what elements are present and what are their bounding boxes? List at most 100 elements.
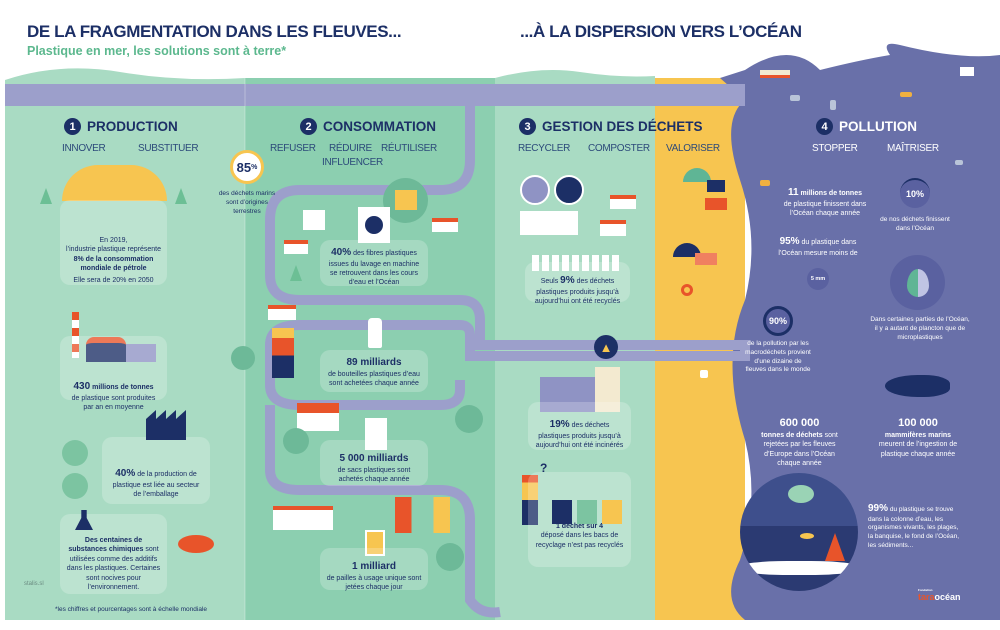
stat-bold: 95% — [779, 236, 800, 247]
tree-icon — [175, 188, 187, 204]
oil-stat-card: En 2019, l’industrie plastique représent… — [60, 200, 167, 285]
towel-icon — [705, 198, 727, 210]
stat-text: de la production de plastique est liée a… — [112, 471, 200, 498]
stat-bold: 89 milliards — [346, 357, 402, 368]
ring-10-text: de nos déchets finissent dans l’Océan — [880, 216, 950, 232]
stat-text: des déchets plastiques produits jusqu’à … — [534, 278, 621, 305]
stat-bold: mammifères marins — [884, 431, 952, 439]
section-title-text: GESTION DES DÉCHETS — [542, 119, 703, 134]
footnote: *les chiffres et pourcentages sont à éch… — [55, 606, 208, 613]
supermarket-icon — [297, 403, 339, 431]
section-pollution-title: 4 POLLUTION — [816, 118, 917, 135]
verb-composter: COMPOSTER — [588, 143, 650, 154]
dolphin-icon — [885, 375, 950, 397]
lamp-icon — [231, 346, 255, 370]
ring-90-percent: 90% — [763, 306, 793, 336]
waffle-icon — [283, 428, 309, 454]
subtitle: Plastique en mer, les solutions sont à t… — [27, 44, 287, 58]
ring-value: 90% — [768, 316, 787, 326]
stat-text: déposé dans les bacs de recyclage n’est … — [535, 532, 624, 549]
section-number: 4 — [816, 118, 833, 135]
lifebuoy-icon — [681, 284, 693, 296]
ring-unit: % — [251, 163, 258, 171]
section-title-text: CONSOMMATION — [323, 119, 436, 134]
stat-bold: 40% — [331, 247, 352, 258]
bin-green-icon — [577, 500, 597, 524]
plastic-debris — [790, 95, 800, 101]
buoy-icon — [960, 46, 974, 76]
section-title-text: POLLUTION — [839, 119, 917, 134]
tree-icon — [290, 265, 302, 281]
plankton-text: Dans certaines parties de l’Océan, il y … — [870, 316, 970, 341]
incinerator-icon — [540, 362, 620, 412]
ring-value: 85 — [236, 159, 252, 175]
cigarette-butts-icon — [436, 543, 464, 571]
stat-bold: 600 000 — [779, 417, 820, 429]
section-consommation-title: 2 CONSOMMATION — [300, 118, 436, 135]
house-icon — [432, 218, 458, 232]
recycling-machine-icon — [520, 175, 590, 235]
ring-value: 10% — [905, 189, 924, 199]
bin-yellow-icon — [602, 500, 622, 524]
stat-bold: tonnes de déchets — [761, 431, 823, 439]
verb-recycler: RECYCLER — [518, 143, 571, 154]
house-icon — [610, 195, 636, 209]
credit: stalis.sl — [24, 581, 44, 587]
stat-bold: Des centaines de substances chimiques — [68, 537, 144, 554]
ring-10-percent: 10% — [900, 178, 930, 208]
plastic-debris — [955, 160, 963, 165]
plastic-bag-icon — [365, 418, 387, 450]
verb-maitriser: MAÎTRISER — [887, 143, 939, 154]
stat-text: de bouteilles plastiques d’eau sont ache… — [328, 370, 420, 387]
stat-bold: 5 000 milliards — [339, 453, 409, 464]
stat-text: de sacs plastiques sont achetés chaque a… — [337, 466, 411, 483]
bottles-card: 89 milliards de bouteilles plastiques d’e… — [320, 350, 428, 392]
stat-text: de plastique sont produites par an en mo… — [71, 394, 156, 411]
section-gestion-title: 3 GESTION DES DÉCHETS — [519, 118, 703, 135]
house-icon — [600, 220, 626, 236]
verb-valoriser: VALORISER — [666, 143, 720, 154]
ring-85-text: des déchets marins sont d’origines terre… — [218, 190, 276, 215]
stat-bold: 11 — [788, 187, 799, 198]
fire-icon: ▲ — [594, 335, 618, 359]
stat-bold: 9% — [560, 275, 575, 286]
stat-text: de pailles à usage unique sont jetées ch… — [326, 574, 422, 591]
washing-machine-icon — [358, 207, 390, 243]
incinerated-card: 19% des déchets plastiques produits jusq… — [528, 402, 631, 450]
verb-influencer: INFLUENCER — [322, 157, 383, 168]
section-number: 3 — [519, 118, 536, 135]
stat-text: du plastique dans l’Océan mesure moins d… — [778, 239, 858, 257]
factory-icon — [72, 312, 157, 362]
stat-bold: 430 — [73, 381, 91, 392]
bags-card: 5 000 milliards de sacs plastiques sont a… — [320, 440, 428, 486]
oil-pump-icon — [62, 165, 167, 201]
people-cafe-icon — [395, 497, 450, 533]
ring-90-text: de la pollution par les macrodéchets pro… — [745, 340, 811, 374]
fibres-card: 40% des fibres plastiques issues du lava… — [320, 240, 428, 286]
parasol-icon — [673, 243, 701, 257]
column-stat: 99% du plastique se trouve dans la colon… — [868, 502, 963, 551]
tshirt-microfiber-icon — [383, 178, 428, 223]
tara-ocean-logo: Fondation taraocéan — [918, 588, 961, 602]
verb-reduire: RÉDUIRE — [329, 143, 372, 154]
stat-text: sont rejetées par les fleuves d’Europe d… — [763, 431, 838, 468]
europe-stat: 600 000 tonnes de déchets sont rejetées p… — [752, 416, 847, 469]
towel-icon — [695, 253, 717, 265]
chemicals-card: Des centaines de substances chimiques so… — [60, 514, 167, 594]
logo-brand-2: océan — [934, 592, 961, 602]
5mm-circle: 5 mm — [807, 268, 829, 290]
stat-text: des déchets plastiques produits jusqu’à … — [535, 422, 624, 449]
lemonade-straw-icon — [365, 530, 385, 556]
stat-bold: 8% de la consommation mondiale de pétrol… — [73, 255, 154, 273]
title-right: ...À LA DISPERSION VERS L’OCÉAN — [520, 22, 802, 41]
sunscreen-icon — [455, 405, 483, 433]
stat-text: En 2019, — [99, 237, 128, 244]
stat-text: sont utilisées comme des additifs dans l… — [66, 546, 161, 592]
boat-icon — [760, 70, 790, 78]
section-number: 2 — [300, 118, 317, 135]
stat-text: de plastique finissent dans l’Océan chaq… — [783, 200, 867, 217]
stat-text: du plastique se trouve dans la colonne d… — [868, 506, 960, 549]
